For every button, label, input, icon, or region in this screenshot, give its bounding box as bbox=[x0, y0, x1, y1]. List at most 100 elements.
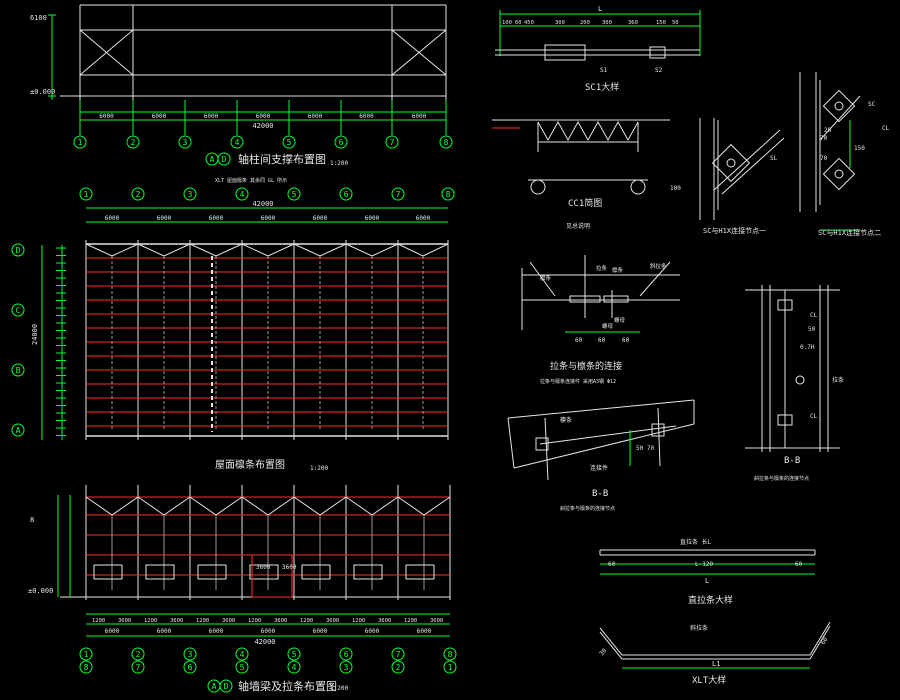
svg-text:7: 7 bbox=[136, 663, 141, 672]
tie-label: 斜拉条 bbox=[650, 262, 667, 270]
window-frame bbox=[405, 564, 435, 580]
wall-bay-dim: 6000 bbox=[365, 628, 380, 635]
xlt-dim-60: 60 bbox=[820, 636, 830, 646]
tie-label: 拉条 bbox=[596, 264, 608, 272]
bb-section-right: CL 50 CL 拉条 0.7H B-B 斜拉条与檩条的连接节点 bbox=[745, 285, 844, 482]
sc1-dim: 50 bbox=[672, 20, 679, 26]
svg-text:7: 7 bbox=[396, 190, 401, 199]
axis-bubble: 4 bbox=[230, 135, 244, 149]
sc1-dim: 60 bbox=[515, 20, 522, 26]
svg-text:5: 5 bbox=[287, 138, 292, 147]
drawing-title: 轴柱间支撑布置图 bbox=[238, 152, 326, 166]
roof-side-bubble: C bbox=[11, 303, 25, 317]
roof-axis-bubble: 8 bbox=[441, 187, 455, 201]
svg-text:2: 2 bbox=[131, 138, 136, 147]
tie-rod-line bbox=[241, 243, 269, 257]
bb-right-title: B-B bbox=[784, 456, 800, 466]
joint1-title: SC与H1X连接节点一 bbox=[703, 226, 766, 235]
bb-left-label-1: 檩条 bbox=[560, 416, 572, 424]
svg-text:D: D bbox=[16, 246, 21, 255]
sub-dim: 3600 bbox=[170, 618, 183, 624]
wall-axis-bubble-upper: 8 bbox=[443, 647, 457, 661]
tie-rod-line bbox=[111, 243, 139, 257]
svg-text:5: 5 bbox=[292, 650, 297, 659]
axis-bubble: 1 bbox=[73, 135, 87, 149]
axis-bubble: 2 bbox=[126, 135, 140, 149]
axis-bubble: 7 bbox=[385, 135, 399, 149]
roof-bay-dim: 6000 bbox=[157, 215, 172, 222]
wall-scale: 1:200 bbox=[330, 685, 348, 692]
axis-bubble: 3 bbox=[178, 135, 192, 149]
joint2-label-70a: 70 bbox=[820, 135, 828, 142]
wall-axis-bubble-upper: 1 bbox=[79, 647, 93, 661]
wall-brace bbox=[111, 496, 139, 516]
svg-text:5: 5 bbox=[240, 663, 245, 672]
wall-axis-bubble-lower: 5 bbox=[235, 660, 249, 674]
sc1-label-s2: S2 bbox=[655, 67, 663, 74]
drawing-scale: 1:200 bbox=[330, 160, 348, 167]
sc1-total: L bbox=[598, 5, 602, 13]
bb-left-title: B-B bbox=[592, 489, 608, 499]
sc1-dim: 200 bbox=[580, 20, 590, 26]
tie-rod-line bbox=[267, 243, 295, 257]
wall-brace bbox=[423, 496, 451, 516]
tie-rod-dim-left: 60 bbox=[608, 561, 616, 568]
sc-joint-two: 20 70 150 70 CL SC SC与H1X连接节点二 bbox=[799, 72, 890, 237]
wall-brace bbox=[293, 496, 321, 516]
cc1-note: 见总说明 bbox=[566, 222, 590, 230]
sub-dim: 1200 bbox=[404, 618, 417, 624]
window-frame bbox=[145, 564, 175, 580]
sc1-dim: 450 bbox=[524, 20, 534, 26]
tie-rod-line bbox=[163, 243, 191, 257]
svg-text:2: 2 bbox=[396, 663, 401, 672]
wall-level-top: 8 bbox=[30, 516, 34, 524]
bb-right-note: 斜拉条与檩条的连接节点 bbox=[754, 475, 809, 482]
roof-scale: 1:200 bbox=[310, 465, 328, 472]
tie-rod-line bbox=[189, 243, 217, 257]
svg-text:1: 1 bbox=[84, 650, 89, 659]
window-frame bbox=[353, 564, 383, 580]
wall-axis-bubble-upper: 4 bbox=[235, 647, 249, 661]
tie-rod-total: L bbox=[705, 577, 709, 585]
roof-bay-dim: 6000 bbox=[261, 215, 276, 222]
tie-dim: 60 bbox=[575, 337, 583, 344]
roof-note: XLT 屋面檩条 其余同 GL 所示 bbox=[215, 177, 287, 184]
wall-axis-bubble-lower: 4 bbox=[287, 660, 301, 674]
roof-bay-dim: 6000 bbox=[365, 215, 380, 222]
bb-right-label-2: 0.7H bbox=[800, 344, 815, 351]
svg-text:3: 3 bbox=[188, 190, 193, 199]
svg-text:3: 3 bbox=[183, 138, 188, 147]
bb-left-dim: 50 70 bbox=[636, 445, 654, 452]
wall-brace bbox=[241, 496, 269, 516]
sub-dim: 1200 bbox=[144, 618, 157, 624]
window-frame bbox=[301, 564, 331, 580]
joint1-label-100: 100 bbox=[670, 185, 681, 192]
wall-brace bbox=[189, 496, 217, 516]
roof-side-bubble: D bbox=[11, 243, 25, 257]
sub-dim: 1200 bbox=[196, 618, 209, 624]
joint2-label-20: 20 bbox=[824, 127, 832, 134]
xlt-note: 斜拉条 bbox=[690, 624, 708, 632]
roof-bay-dim: 6000 bbox=[209, 215, 224, 222]
level-label-top: 6100 bbox=[30, 14, 47, 22]
window-frame bbox=[93, 564, 123, 580]
svg-text:4: 4 bbox=[240, 190, 245, 199]
tie-rod-detail: 直拉条 长L 60 L-120 60 L 直拉条大样 bbox=[599, 538, 816, 606]
tie-rod-line bbox=[319, 243, 347, 257]
level-label-bottom: ±0.000 bbox=[30, 88, 55, 96]
total-dim: 42000 bbox=[252, 122, 273, 130]
wall-axis-bubble-lower: 8 bbox=[79, 660, 93, 674]
roof-bay-dim: 6000 bbox=[105, 215, 120, 222]
wall-bay-dim: 6000 bbox=[157, 628, 172, 635]
roof-side-bubble: A bbox=[11, 423, 25, 437]
wall-axis-bubble-upper: 6 bbox=[339, 647, 353, 661]
bay-dim: 6000 bbox=[99, 113, 114, 120]
bay-dim: 6000 bbox=[359, 113, 374, 120]
